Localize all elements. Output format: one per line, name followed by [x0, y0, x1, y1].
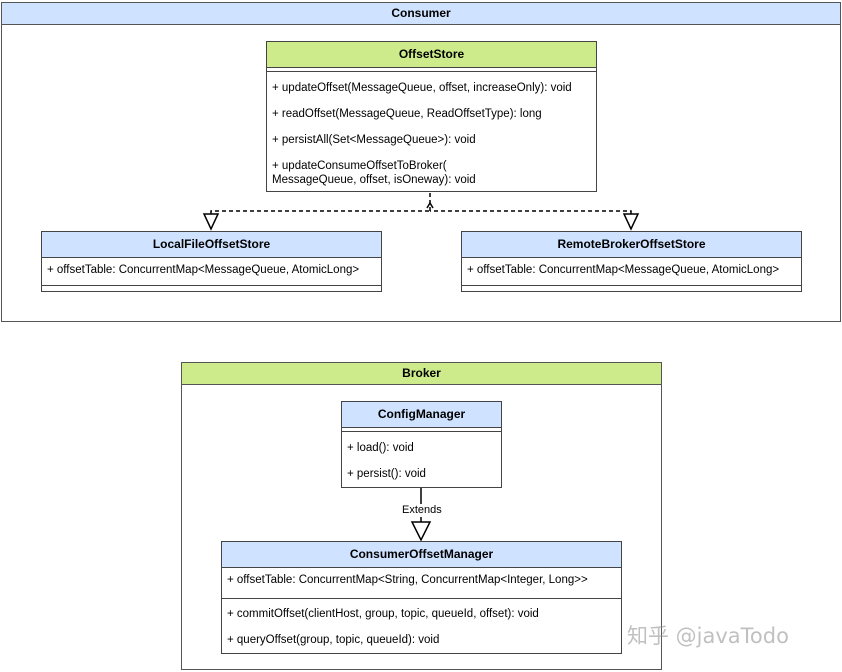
watermark-text: 知乎 @javaTodo — [627, 624, 789, 648]
realization-edges — [202, 193, 640, 231]
trunk-arrowhead — [426, 201, 434, 209]
offset-store-class: OffsetStore + updateOffset(MessageQueue,… — [266, 41, 597, 192]
offset-store-method-update-to-broker: + updateConsumeOffsetToBroker( MessageQu… — [272, 160, 476, 186]
offset-store-method-update-offset: + updateOffset(MessageQueue, offset, inc… — [272, 82, 572, 94]
remote-broker-offset-store-name: RemoteBrokerOffsetStore — [462, 232, 801, 258]
triangle-arrowhead-right — [622, 213, 640, 231]
offset-store-method-read-offset: + readOffset(MessageQueue, ReadOffsetTyp… — [272, 108, 542, 120]
offset-store-name: OffsetStore — [267, 42, 596, 68]
extends-label: Extends — [400, 504, 444, 516]
consumer-offset-manager-class: ConsumerOffsetManager + offsetTable: Con… — [221, 541, 622, 654]
extends-edge — [410, 488, 432, 542]
local-file-offset-store-class: LocalFileOffsetStore + offsetTable: Conc… — [41, 231, 382, 292]
remote-broker-offset-store-class: RemoteBrokerOffsetStore + offsetTable: C… — [461, 231, 802, 292]
extends-arrowhead — [410, 521, 432, 542]
consumer-offset-manager-method-commit: + commitOffset(clientHost, group, topic,… — [227, 608, 539, 620]
consumer-package-title: Consumer — [2, 3, 840, 25]
realization-edge-right — [430, 210, 632, 221]
offset-store-method-persist-all: + persistAll(Set<MessageQueue>): void — [272, 134, 476, 146]
triangle-arrowhead-left — [202, 213, 220, 231]
remote-broker-offset-store-field: + offsetTable: ConcurrentMap<MessageQueu… — [467, 264, 780, 276]
config-manager-method-persist: + persist(): void — [347, 468, 426, 480]
broker-package-title: Broker — [182, 363, 661, 385]
local-file-offset-store-field: + offsetTable: ConcurrentMap<MessageQueu… — [47, 264, 360, 276]
consumer-offset-manager-name: ConsumerOffsetManager — [222, 542, 621, 568]
config-manager-class: ConfigManager + load(): void + persist()… — [341, 401, 502, 488]
consumer-offset-manager-method-query: + queryOffset(group, topic, queueId): vo… — [227, 634, 440, 646]
realization-edge-left — [210, 210, 430, 221]
config-manager-name: ConfigManager — [342, 402, 501, 428]
consumer-offset-manager-field: + offsetTable: ConcurrentMap<String, Con… — [227, 574, 588, 586]
local-file-offset-store-name: LocalFileOffsetStore — [42, 232, 381, 258]
config-manager-method-load: + load(): void — [347, 442, 414, 454]
